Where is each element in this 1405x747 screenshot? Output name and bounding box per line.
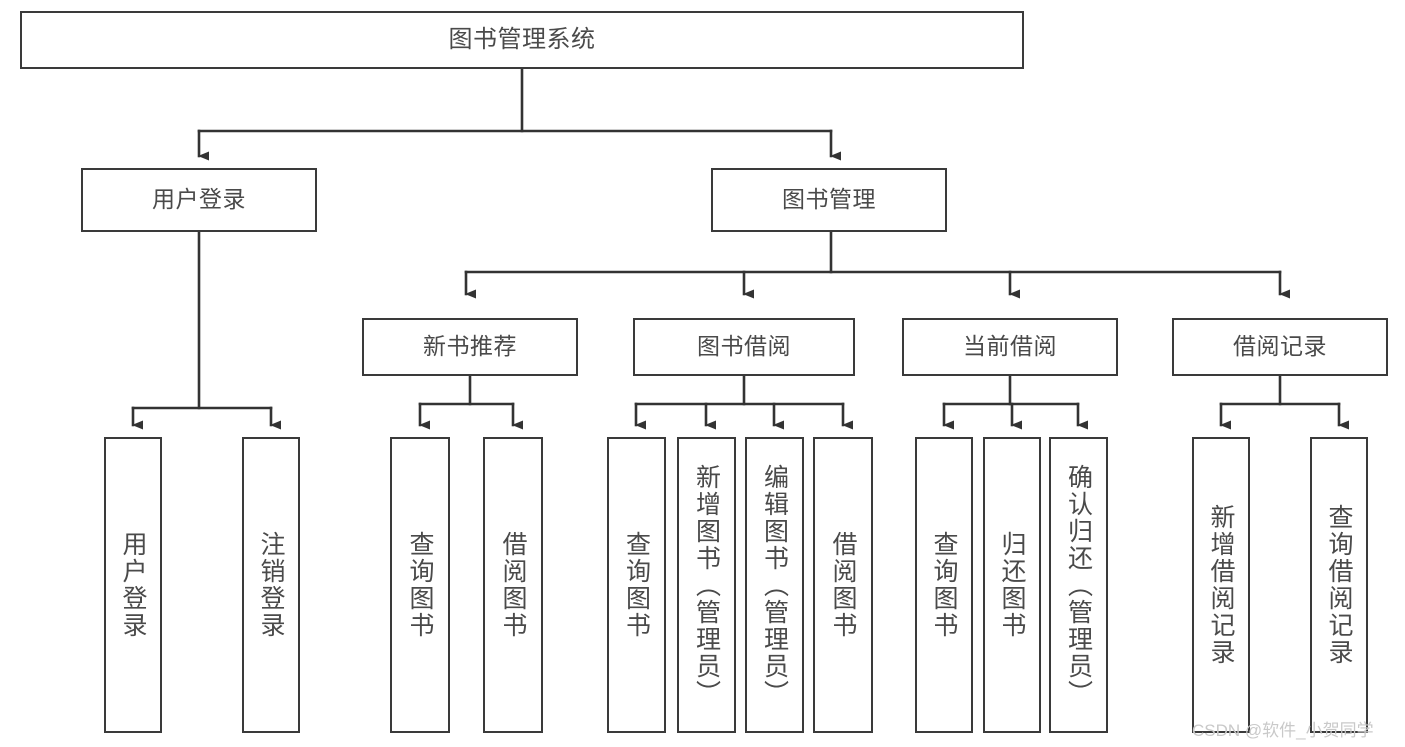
node-current-borrow[interactable]: 当前借阅 [902, 318, 1118, 376]
leaf-current-borrow-confirm-return-admin[interactable]: 确认归还（管理员） [1049, 437, 1108, 733]
node-label: 借阅图书 [829, 531, 857, 639]
node-root-book-management-system[interactable]: 图书管理系统 [20, 11, 1024, 69]
node-label: 图书借阅 [697, 333, 791, 360]
leaf-book-borrow-add-book-admin[interactable]: 新增图书（管理员） [677, 437, 736, 733]
leaf-book-borrow-borrow-book[interactable]: 借阅图书 [813, 437, 873, 733]
node-label: 归还图书 [998, 531, 1026, 639]
node-label: 新增图书（管理员） [692, 463, 721, 707]
leaf-borrow-record-add-record[interactable]: 新增借阅记录 [1192, 437, 1250, 733]
leaf-new-book-query-book[interactable]: 查询图书 [390, 437, 450, 733]
node-book-management[interactable]: 图书管理 [711, 168, 947, 232]
leaf-current-borrow-return-book[interactable]: 归还图书 [983, 437, 1041, 733]
node-label: 借阅记录 [1233, 333, 1327, 360]
node-label: 新书推荐 [423, 333, 517, 360]
leaf-book-borrow-query-book[interactable]: 查询图书 [607, 437, 666, 733]
node-label: 借阅图书 [499, 531, 527, 639]
node-borrow-record[interactable]: 借阅记录 [1172, 318, 1388, 376]
node-label: 注销登录 [257, 531, 285, 639]
node-label: 查询图书 [930, 531, 958, 639]
node-user-login[interactable]: 用户登录 [81, 168, 317, 232]
leaf-book-borrow-edit-book-admin[interactable]: 编辑图书（管理员） [745, 437, 804, 733]
node-label: 查询图书 [406, 531, 434, 639]
csdn-watermark: CSDN @软件_小贺同学 [1192, 721, 1374, 740]
leaf-new-book-borrow-book[interactable]: 借阅图书 [483, 437, 543, 733]
node-label: 用户登录 [152, 186, 246, 213]
node-label: 当前借阅 [963, 333, 1057, 360]
leaf-current-borrow-query-book[interactable]: 查询图书 [915, 437, 973, 733]
node-book-borrow[interactable]: 图书借阅 [633, 318, 855, 376]
leaf-borrow-record-query-record[interactable]: 查询借阅记录 [1310, 437, 1368, 733]
node-label: 新增借阅记录 [1207, 504, 1235, 666]
node-label: 确认归还（管理员） [1064, 463, 1093, 707]
node-label: 查询借阅记录 [1325, 504, 1353, 666]
node-label: 图书管理 [782, 186, 876, 213]
leaf-user-login-login[interactable]: 用户登录 [104, 437, 162, 733]
node-label: 图书管理系统 [448, 25, 596, 53]
node-label: 查询图书 [622, 531, 651, 639]
node-new-book-recommend[interactable]: 新书推荐 [362, 318, 578, 376]
node-label: 用户登录 [119, 531, 147, 639]
leaf-user-login-logout[interactable]: 注销登录 [242, 437, 300, 733]
node-label: 编辑图书（管理员） [760, 463, 789, 707]
